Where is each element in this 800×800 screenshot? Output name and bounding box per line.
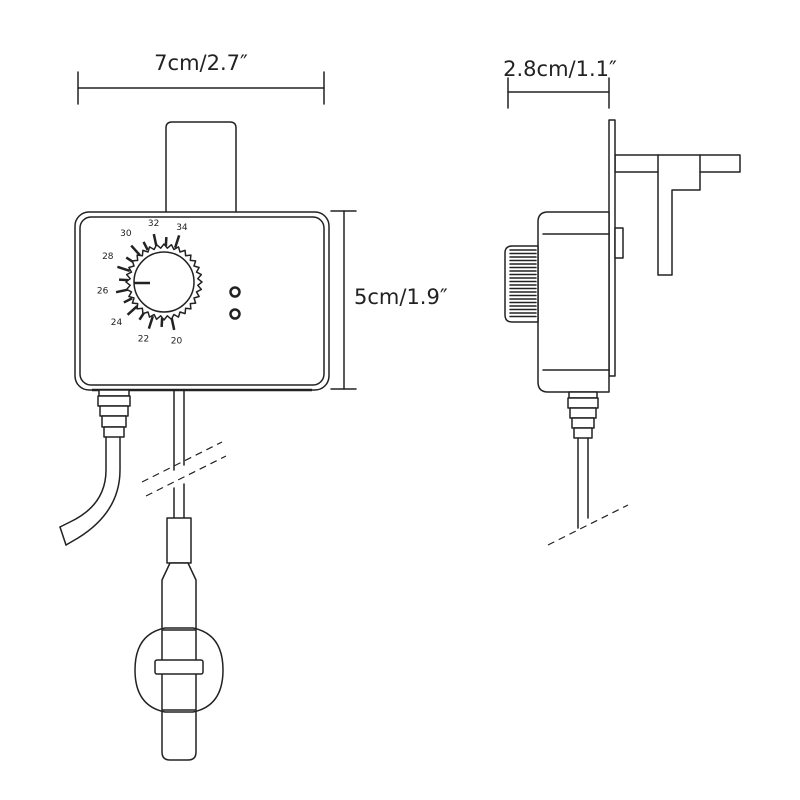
power-cable (59, 389, 131, 546)
housing-inner (79, 216, 325, 386)
dial-tick (173, 235, 181, 249)
dial-tick (126, 305, 139, 316)
plug-prong (165, 121, 237, 212)
back-plate (608, 119, 616, 377)
depth-label: 2.8cm/1.1″ (503, 57, 617, 81)
dial-tick (142, 241, 149, 251)
dial-scale-label: 22 (138, 334, 149, 344)
housing-outer (74, 211, 330, 391)
dial-tick (130, 244, 141, 257)
dial-scale-label: 28 (102, 252, 114, 262)
depth-dimension: 2.8cm/1.1″ (503, 57, 617, 109)
housing-side (537, 211, 610, 393)
dial-scale-label: 20 (171, 337, 183, 347)
dial-scale-label: 26 (97, 287, 109, 297)
width-label: 7cm/2.7″ (154, 51, 248, 75)
sensor-cable (141, 389, 227, 519)
dial-tick (147, 315, 155, 329)
temperature-probe (134, 517, 224, 761)
dial-tick (123, 297, 133, 304)
indicator-led-top (229, 286, 241, 298)
dial-scale-label: 32 (148, 219, 159, 229)
height-dimension: 5cm/1.9″ (330, 210, 448, 390)
side-view: 2.8cm/1.1″ (503, 57, 741, 546)
indicator-led-bottom (229, 308, 241, 320)
dial-scale-label: 24 (111, 318, 123, 328)
probe-clip (154, 659, 204, 675)
front-view: 7cm/2.7″ 34 32 30 28 26 24 22 20 5cm/1.9″ (59, 51, 448, 761)
height-label: 5cm/1.9″ (354, 285, 448, 309)
dial-scale-label: 34 (176, 223, 188, 233)
dial-tick (117, 265, 131, 273)
dial-scale-label: 30 (120, 229, 132, 239)
power-cable-side (547, 391, 629, 546)
width-dimension: 7cm/2.7″ (77, 51, 325, 105)
plug-prong-side (614, 154, 741, 276)
